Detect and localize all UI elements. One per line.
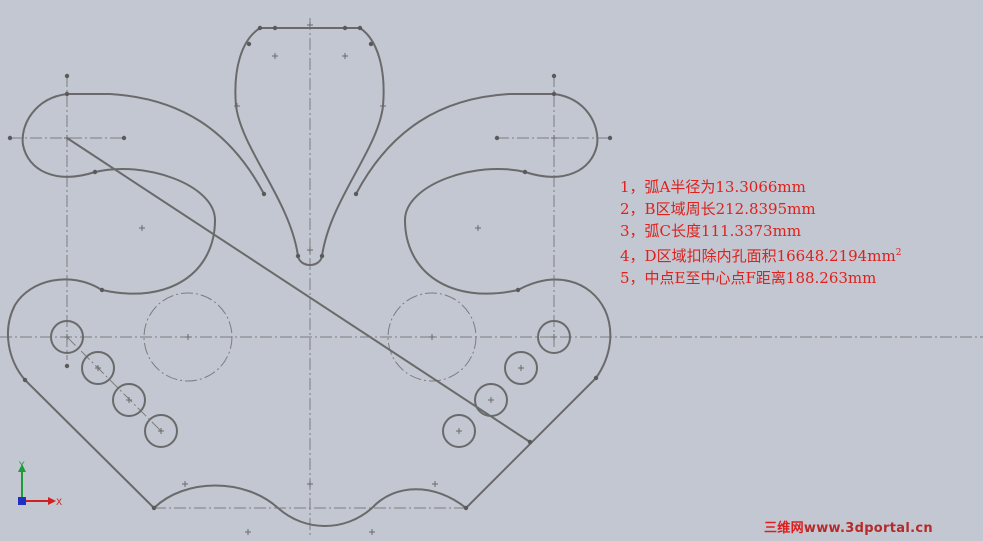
center-mark — [551, 135, 557, 141]
sketch-endpoint — [261, 191, 267, 197]
center-mark — [380, 103, 386, 109]
answer-4: 4，D区域扣除内孔面积16648.2194mm2 — [620, 242, 901, 267]
center-mark — [272, 53, 278, 59]
axis-x-label: X — [56, 498, 62, 508]
axis-origin — [18, 497, 26, 505]
hole-left-3 — [112, 383, 146, 417]
sketch-endpoint — [527, 439, 533, 445]
center-mark — [95, 365, 101, 371]
sketch-endpoint — [463, 505, 469, 511]
center-mark — [456, 428, 462, 434]
sketch-endpoint — [593, 375, 599, 381]
answer-4-text: 4，D区域扣除内孔面积16648.2194mm — [620, 247, 896, 265]
center-mark — [185, 334, 191, 340]
sketch-endpoint — [151, 505, 157, 511]
center-mark — [429, 334, 435, 340]
sketch-endpoint — [64, 91, 70, 97]
diagonal-line — [66, 137, 531, 443]
hole-left-4 — [144, 414, 178, 448]
center-mark — [432, 481, 438, 487]
axis-y-arrow — [18, 464, 26, 472]
sketch-endpoint — [368, 41, 374, 47]
sketch-endpoint — [353, 191, 359, 197]
sketch-endpoint — [272, 25, 278, 31]
hole-left — [50, 320, 84, 354]
sketch-endpoint — [607, 135, 613, 141]
sketch-endpoint — [257, 25, 263, 31]
answer-5: 5，中点E至中心点F距离188.263mm — [620, 269, 877, 287]
center-mark — [158, 428, 164, 434]
sketch-endpoint — [246, 41, 252, 47]
sketch-endpoint — [295, 253, 301, 259]
center-mark — [488, 397, 494, 403]
center-mark — [307, 481, 313, 487]
sketch-endpoint — [319, 253, 325, 259]
sketch-endpoint — [64, 363, 70, 369]
sketch-endpoint — [64, 73, 70, 79]
center-mark — [64, 135, 70, 141]
sketch-endpoint — [522, 169, 528, 175]
area-unit-superscript: 2 — [895, 248, 902, 258]
watermark-brand: 三维网 — [764, 521, 804, 536]
sketch-endpoint — [92, 169, 98, 175]
center-mark — [245, 529, 251, 535]
center-mark — [182, 481, 188, 487]
axis-triad: Y X — [18, 461, 62, 508]
center-mark — [126, 397, 132, 403]
center-mark — [369, 529, 375, 535]
center-mark — [307, 247, 313, 253]
hole-right-4 — [442, 414, 476, 448]
hole-right-3 — [474, 383, 508, 417]
answer-1: 1，弧A半径为13.3066mm — [620, 178, 806, 196]
sketch-endpoint — [22, 377, 28, 383]
center-mark — [64, 334, 70, 340]
axis-y-label: Y — [18, 461, 25, 471]
construction-lines — [0, 18, 983, 535]
center-marks — [64, 22, 557, 535]
construction-circle-right — [387, 292, 477, 382]
sketch-endpoints — [7, 25, 613, 511]
hole-row-construction — [66, 336, 162, 432]
sketch-endpoint — [342, 25, 348, 31]
left-curl — [21, 93, 265, 295]
center-mark — [342, 53, 348, 59]
lower-body-outline — [7, 278, 612, 527]
sketch-endpoint — [515, 287, 521, 293]
center-mark — [139, 225, 145, 231]
center-mark — [234, 103, 240, 109]
center-mark — [551, 334, 557, 340]
answer-list: 1，弧A半径为13.3066mm 2，B区域周长212.8395mm 3，弧C长… — [620, 176, 901, 289]
sketch-endpoint — [551, 73, 557, 79]
center-mark — [518, 365, 524, 371]
sketch-endpoint — [494, 135, 500, 141]
sketch-endpoint — [357, 25, 363, 31]
sketch-endpoint — [99, 287, 105, 293]
right-curl — [355, 93, 599, 295]
watermark-url: www.3dportal.cn — [803, 521, 933, 536]
answer-3: 3，弧C长度111.3373mm — [620, 222, 802, 240]
sketch-endpoint — [551, 91, 557, 97]
hole-right — [537, 320, 571, 354]
sketch-endpoint — [7, 135, 13, 141]
center-mark — [475, 225, 481, 231]
hole-left-2 — [81, 351, 115, 385]
hole-right-2 — [504, 351, 538, 385]
answer-2: 2，B区域周长212.8395mm — [620, 200, 816, 218]
sketch-endpoint — [121, 135, 127, 141]
watermark: 三维网www.3dportal.cn — [764, 517, 933, 536]
axis-x-arrow — [48, 497, 56, 505]
sketch-geometry — [7, 27, 612, 527]
construction-circle-left — [143, 292, 233, 382]
center-mark — [307, 22, 313, 28]
